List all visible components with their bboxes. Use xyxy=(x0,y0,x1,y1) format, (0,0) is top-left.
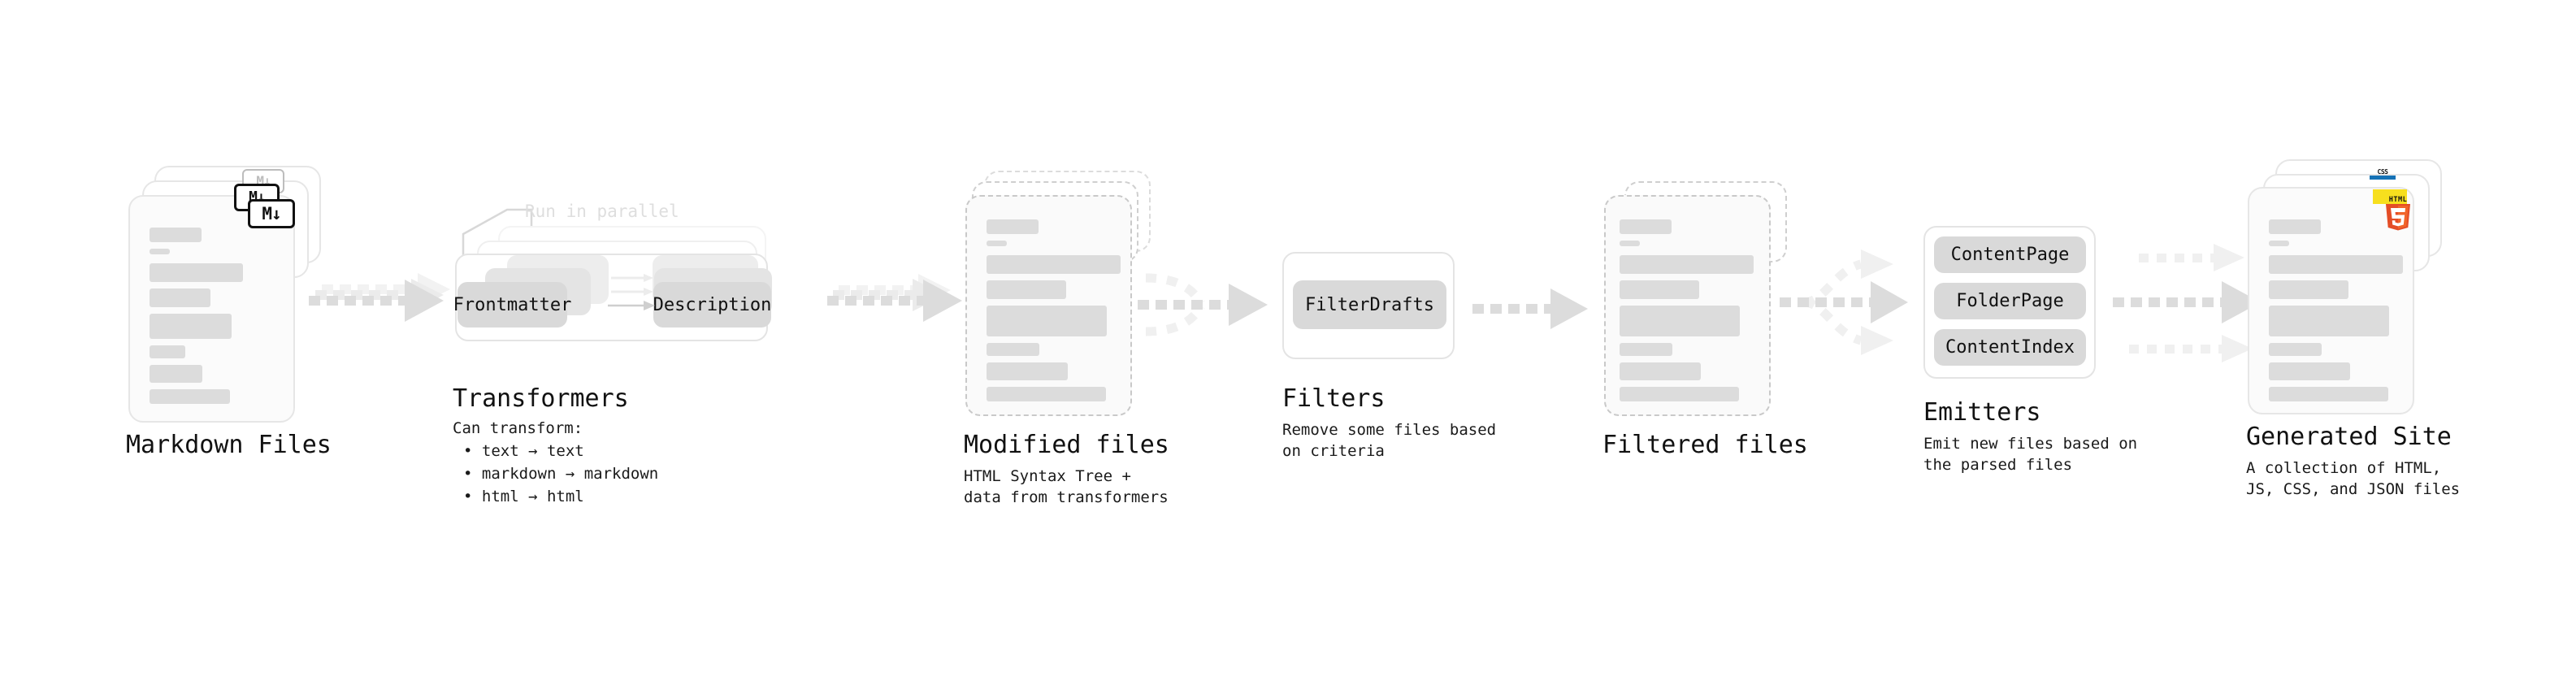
card-bar xyxy=(987,219,1039,234)
arrow-emitters-to-generated xyxy=(2113,244,2261,362)
card-bar xyxy=(987,306,1107,336)
card-bar xyxy=(2269,255,2403,274)
card-bar xyxy=(987,241,1007,246)
filtered-card-bars xyxy=(1620,219,1754,401)
card-bar xyxy=(2269,219,2321,234)
generated-site-subtitle-2: JS, CSS, and JSON files xyxy=(2246,480,2461,498)
transformer-chip-description[interactable]: Description xyxy=(653,282,771,327)
card-bar xyxy=(150,314,232,339)
markdown-files-title: Markdown Files xyxy=(126,431,332,459)
transformer-chip-frontmatter[interactable]: Frontmatter xyxy=(453,282,571,327)
modified-files-title: Modified files xyxy=(964,431,1169,459)
card-bar xyxy=(150,365,202,383)
generated-site-subtitle-1: A collection of HTML, xyxy=(2246,459,2442,477)
card-bar xyxy=(150,228,202,242)
run-in-parallel-label: Run in parallel xyxy=(525,202,679,221)
emitter-chip-folderpage[interactable]: FolderPage xyxy=(1934,283,2086,319)
card-bar xyxy=(1620,362,1701,380)
arrow-filters-to-filtered xyxy=(1472,288,1588,329)
modified-card-bars xyxy=(987,219,1121,401)
filters-title: Filters xyxy=(1282,384,1386,413)
card-bar xyxy=(987,343,1039,356)
card-bar xyxy=(150,389,230,404)
card-bar xyxy=(1620,387,1739,401)
arrow-markdown-to-transformers xyxy=(309,273,450,322)
card-bar xyxy=(2269,241,2289,246)
filter-chip-filterdrafts[interactable]: FilterDrafts xyxy=(1293,280,1446,329)
card-bar xyxy=(1620,219,1672,234)
card-bar xyxy=(987,362,1068,380)
transformers-bullet-1: • text → text xyxy=(463,442,584,460)
card-bar xyxy=(1620,343,1672,356)
emitter-chip-contentpage[interactable]: ContentPage xyxy=(1934,236,2086,273)
card-bar xyxy=(150,288,210,307)
svg-text:HTML: HTML xyxy=(2389,196,2407,204)
modified-files-subtitle-2: data from transformers xyxy=(964,488,1169,506)
card-bar xyxy=(1620,306,1740,336)
markdown-card-bars xyxy=(150,228,280,404)
emitter-chip-contentindex[interactable]: ContentIndex xyxy=(1934,329,2086,366)
markdown-badge: M↓ xyxy=(248,199,295,228)
html5-icon: HTML xyxy=(2386,196,2410,231)
css3-icon: CSS xyxy=(2370,168,2396,180)
card-bar xyxy=(1620,280,1699,299)
emitters-subtitle-2: the parsed files xyxy=(1923,456,2073,474)
card-bar xyxy=(2269,362,2350,380)
card-bar xyxy=(1620,255,1754,274)
generated-card-bars xyxy=(2269,219,2403,401)
card-bar xyxy=(2269,306,2389,336)
transformers-bullet-2: • markdown → markdown xyxy=(463,465,659,483)
css3-label: CSS xyxy=(2377,168,2388,176)
arrow-filtered-to-emitters xyxy=(1780,249,1908,355)
arrow-transformers-to-modified xyxy=(827,274,962,322)
filtered-files-title: Filtered files xyxy=(1602,431,1808,459)
card-bar xyxy=(1620,241,1640,246)
filters-subtitle-1: Remove some files based xyxy=(1282,421,1497,439)
card-bar xyxy=(987,280,1066,299)
modified-files-subtitle-1: HTML Syntax Tree + xyxy=(964,467,1131,485)
card-bar xyxy=(150,263,243,282)
generated-site-title: Generated Site xyxy=(2246,423,2452,451)
markdown-badge-label: M↓ xyxy=(262,203,281,223)
transformer-inner-arrow xyxy=(608,301,655,310)
transformers-bullet-3: • html → html xyxy=(463,488,584,505)
card-bar xyxy=(150,249,170,254)
transformers-can-transform: Can transform: xyxy=(453,419,583,437)
card-bar xyxy=(150,345,185,358)
emitters-title: Emitters xyxy=(1923,398,2041,427)
card-bar xyxy=(2269,280,2348,299)
arrow-modified-to-filters xyxy=(1138,273,1268,336)
javascript-icon xyxy=(2373,189,2407,204)
filters-subtitle-2: on criteria xyxy=(1282,442,1385,460)
emitters-subtitle-1: Emit new files based on xyxy=(1923,435,2138,453)
transformer-inner-arrows-ghost xyxy=(611,274,653,296)
card-bar xyxy=(987,387,1106,401)
transformers-title: Transformers xyxy=(453,384,629,413)
card-bar xyxy=(987,255,1121,274)
card-bar xyxy=(2269,343,2322,356)
run-in-parallel-bracket xyxy=(462,208,533,257)
card-bar xyxy=(2269,387,2388,401)
